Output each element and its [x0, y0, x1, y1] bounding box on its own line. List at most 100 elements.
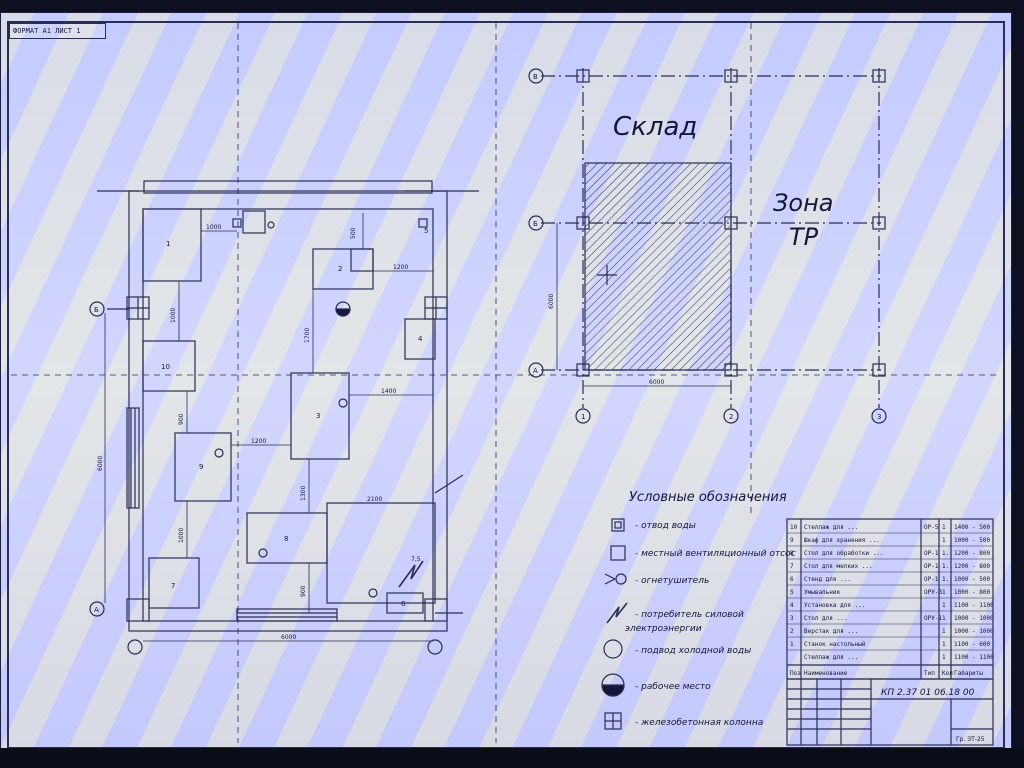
legend-title: Условные обозначения — [629, 490, 787, 505]
room-number-4: 4 — [418, 335, 423, 343]
dim-mid-v2: 1300 — [300, 486, 307, 501]
spec-cell: 1 — [942, 550, 946, 557]
document-code: КП 2.37 01 06.18 00 — [881, 688, 975, 698]
workplace-icon — [601, 673, 625, 697]
spec-cell: Стеллаж для ... — [804, 524, 858, 531]
spec-cell: Установка для ... — [804, 602, 865, 609]
spec-cell: 1 — [942, 615, 946, 622]
spec-cell: Стол для мелких ... — [804, 563, 873, 570]
dim-power: 7,5 — [411, 556, 421, 563]
site-dim-vertical: 6000 — [548, 294, 555, 309]
spec-header-cell: Тип — [924, 670, 935, 677]
equipment-7 — [148, 557, 200, 609]
site-plan-labels: Склад Зона ТР В Б А 1 2 3 6000 6000 — [533, 73, 881, 421]
highlighted-zone — [584, 162, 732, 371]
spec-cell: 1000 - 500 — [954, 537, 991, 544]
dim-mid-v3: 900 — [300, 585, 307, 597]
spec-cell: 6 — [790, 576, 794, 583]
spec-cell: 1 — [942, 537, 946, 544]
spec-cell: 1200 - 800 — [954, 563, 991, 570]
bottom-bezel — [0, 748, 1024, 768]
spec-header-cell: Поз — [790, 670, 801, 677]
group-code: Гр. ЗТ-25 — [956, 736, 985, 743]
power-consumer-icon — [606, 602, 628, 624]
column-icon — [604, 712, 622, 730]
dim-right-b: 1400 — [381, 388, 396, 395]
legend-item-column: - железобетонная колонна — [635, 718, 763, 728]
spec-cell: 1 — [942, 589, 946, 596]
spec-cell: ОР-1 ... — [924, 563, 953, 570]
equipment-2 — [312, 248, 374, 290]
spec-cell: ОРУ-3 — [924, 589, 942, 596]
axis-bubble-b — [89, 301, 105, 317]
warehouse-label: Склад — [613, 112, 697, 142]
spec-cell: 1 — [942, 602, 946, 609]
room-number-9: 9 — [199, 463, 203, 471]
spec-cell: Шкаф для хранения ... — [804, 537, 880, 544]
dim-left-v2: 900 — [178, 413, 185, 425]
equipment-3 — [290, 372, 350, 460]
spec-cell: 5 — [790, 589, 794, 596]
dim-mid-v: 1700 — [304, 328, 311, 343]
legend-item-power-consumer: - потребитель силовой — [635, 610, 744, 620]
spec-cell: 9 — [790, 537, 794, 544]
spec-cell: 2 — [790, 628, 794, 635]
room-number-6: 6 — [401, 600, 406, 608]
spec-cell: ОР-1 ... — [924, 550, 953, 557]
spec-table-grid — [786, 518, 994, 746]
room-number-7: 7 — [171, 582, 175, 590]
spec-cell: 1 — [942, 654, 946, 661]
spec-header-cell: Наименование — [804, 670, 848, 677]
legend-item-cold-water: - подвод холодной воды — [635, 646, 751, 656]
spec-cell: 1 — [942, 576, 946, 583]
spec-cell: 1100 - 1100 — [954, 654, 994, 661]
axis-row-b: Б — [533, 220, 538, 228]
dim-top-v: 500 — [350, 227, 357, 239]
fire-extinguisher-icon — [604, 573, 627, 585]
spec-cell: 1400 - 500 — [954, 524, 991, 531]
room-number-3: 3 — [316, 412, 320, 420]
site-plan — [528, 68, 887, 424]
room-number-1: 1 — [166, 240, 170, 248]
spec-cell: Станок настольный — [804, 641, 866, 648]
legend-item-power-consumer-cont: электроэнергии — [625, 624, 702, 634]
zone-label-1: Зона — [773, 189, 833, 217]
spec-cell: Верстак для ... — [804, 628, 858, 635]
spec-cell: 4 — [790, 602, 794, 609]
spec-cell: 1000 - 1000 — [954, 628, 994, 635]
equipment-9 — [174, 432, 232, 502]
floor-plan-outline — [128, 190, 448, 632]
dim-top-a: 1000 — [206, 224, 221, 231]
floor-plan-labels: 1 2 3 4 5 6 7 8 9 10 1000 500 1200 1000 … — [94, 224, 428, 641]
technical-drawing: 1 2 3 4 5 6 7 8 9 10 1000 500 1200 1000 … — [11, 23, 1001, 746]
spec-cell: Умывальник — [804, 589, 841, 596]
zone-label-2: ТР — [789, 223, 819, 251]
spec-cell: 1000 - 800 — [954, 589, 991, 596]
spec-cell: Стенд для ... — [804, 576, 851, 583]
dim-left-total: 6000 — [97, 456, 104, 471]
legend-item-vent-exhaust: - местный вентиляционный отсос — [635, 549, 796, 559]
room-number-10: 10 — [161, 363, 170, 371]
room-number-2: 2 — [338, 265, 342, 273]
spec-cell: 1000 - 500 — [954, 576, 991, 583]
axis-bubble-a — [89, 601, 105, 617]
spec-cell: Стеллаж для ... — [804, 654, 858, 661]
spec-cell: 1 — [942, 524, 946, 531]
spec-cell: 7 — [790, 563, 794, 570]
room-number-5: 5 — [424, 227, 428, 235]
cold-water-icon — [603, 639, 623, 659]
dim-left-v1: 1000 — [170, 308, 177, 323]
spec-cell: 3 — [790, 615, 794, 622]
floor-plan — [89, 180, 479, 655]
dim-right-a: 1200 — [393, 264, 408, 271]
axis-row-a: А — [533, 367, 538, 375]
axis-label-b: Б — [94, 306, 99, 314]
spec-cell: 1 — [942, 641, 946, 648]
equipment-1 — [142, 208, 202, 282]
spec-cell: ОР-1 ... — [924, 576, 953, 583]
spec-cell: 1 — [942, 628, 946, 635]
legend-icons — [601, 518, 628, 730]
spec-cell: 1100 - 600 — [954, 641, 991, 648]
drawing-sheet: ФОРМАТ А1 ЛИСТ 1 — [0, 12, 1012, 750]
